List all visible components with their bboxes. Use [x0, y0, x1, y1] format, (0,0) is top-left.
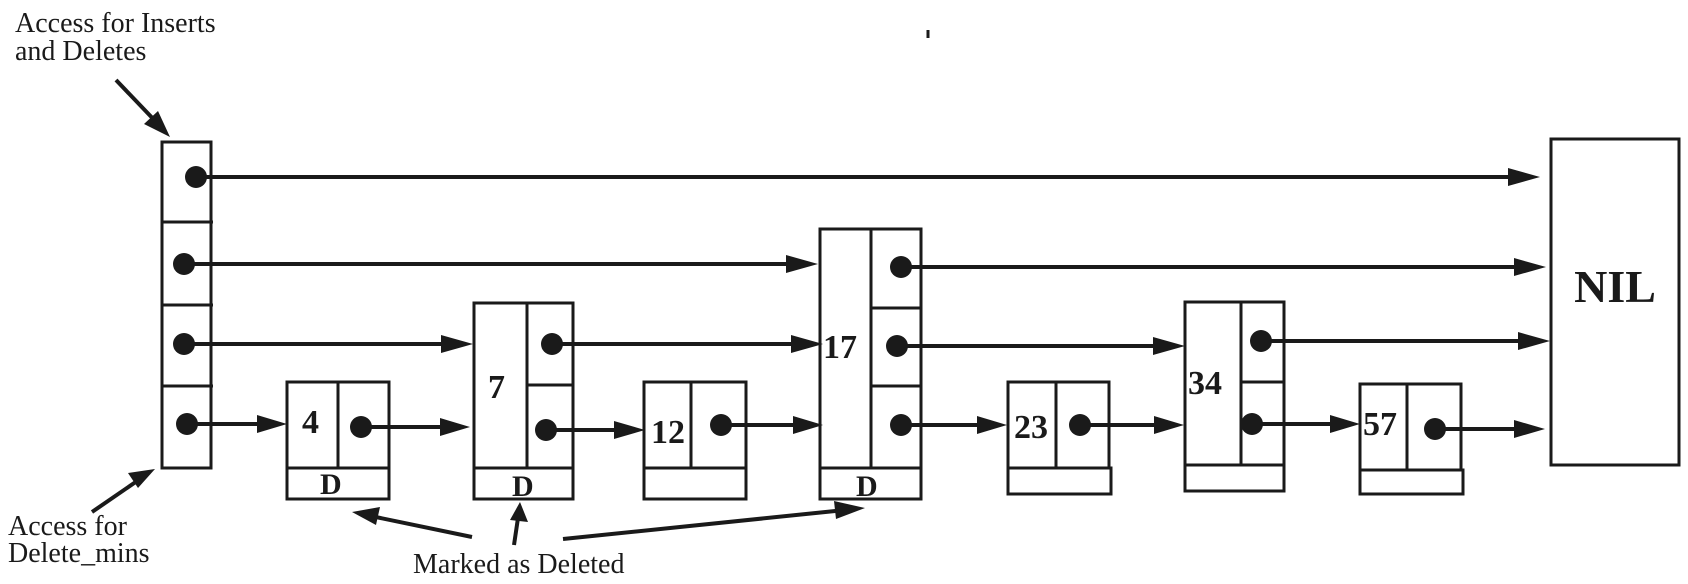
head-node [160, 140, 213, 470]
deleted-mark: D [320, 468, 342, 501]
nil-node: NIL [1549, 137, 1681, 467]
skip-node-4: 4 D [285, 380, 391, 501]
skip-node-23: 23 [1006, 380, 1113, 496]
deleted-mark: D [856, 470, 878, 503]
skip-node-34: 34 [1183, 300, 1286, 493]
skip-node-12: 12 [642, 380, 748, 501]
marked-as-deleted-label: Marked as Deleted [352, 501, 865, 580]
node-key: 57 [1363, 406, 1397, 443]
label-line-1: Access for Inserts [15, 8, 216, 39]
label-line-2: Delete_mins [8, 538, 150, 569]
label-line-1: Access for [8, 511, 128, 542]
node-key: 34 [1188, 365, 1222, 402]
node-key: 17 [823, 329, 857, 366]
skip-node-57: 57 [1358, 382, 1465, 496]
node-key: 4 [302, 404, 319, 441]
nil-label: NIL [1574, 261, 1656, 312]
deleted-mark: D [512, 470, 534, 503]
forward-pointers [184, 168, 1550, 439]
node-key: 7 [488, 369, 505, 406]
label-line-2: and Deletes [15, 36, 146, 67]
skip-node-17: 17 D [818, 227, 923, 503]
node-key: 23 [1014, 409, 1048, 446]
marked-deleted-text: Marked as Deleted [413, 549, 624, 580]
skip-node-7: 7 D [472, 301, 575, 503]
access-inserts-deletes-label: Access for Inserts and Deletes [15, 8, 216, 137]
access-delete-mins-label: Access for Delete_mins [8, 469, 155, 569]
node-key: 12 [651, 414, 685, 451]
